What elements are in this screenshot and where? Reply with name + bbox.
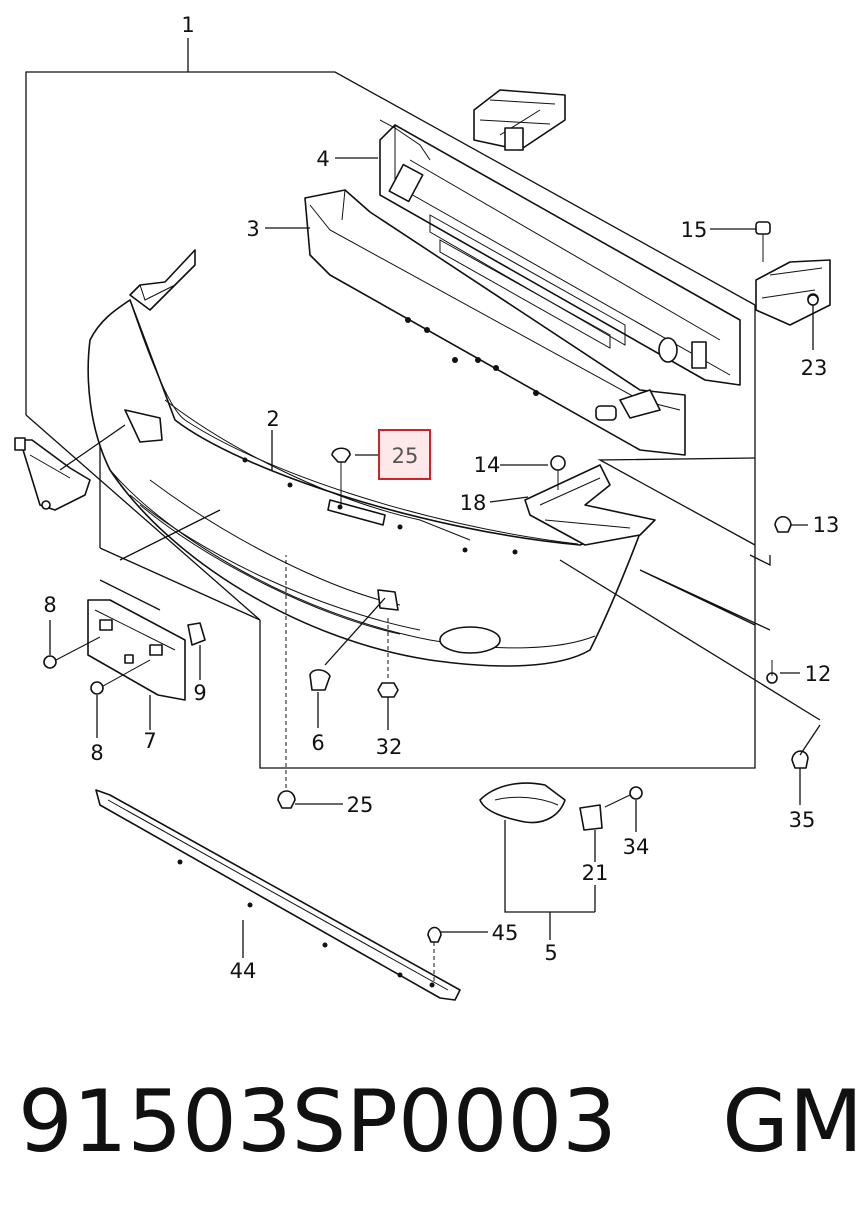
fog-lamp — [479, 782, 603, 831]
callout-1: 1 — [181, 13, 194, 37]
energy-absorber — [304, 189, 686, 456]
callout-8-bottom: 8 — [90, 741, 103, 765]
callout-34: 34 — [623, 835, 650, 859]
callout-2: 2 — [266, 407, 279, 431]
group-bracket-1 — [25, 38, 756, 769]
clip-9 — [187, 622, 206, 646]
reinforcement-beam — [379, 119, 741, 386]
leader-lines — [49, 157, 821, 958]
callout-21: 21 — [582, 861, 609, 885]
callout-25-bottom: 25 — [347, 793, 374, 817]
right-side-bracket — [755, 259, 831, 326]
callout-15: 15 — [681, 218, 708, 242]
brand-label: GM — [722, 1072, 856, 1172]
callout-4: 4 — [316, 147, 329, 171]
callout-32: 32 — [376, 735, 403, 759]
license-bracket — [87, 599, 186, 701]
part-info-footer: 91503SP0003 GM — [18, 1072, 856, 1192]
lower-spoiler — [95, 789, 461, 1001]
fasteners — [43, 221, 819, 985]
parts-diagram: 1 2 3 4 5 6 7 8 8 9 12 13 14 15 18 21 23… — [14, 13, 839, 1001]
callout-5: 5 — [544, 941, 557, 965]
callout-44: 44 — [230, 959, 257, 983]
callout-18: 18 — [460, 491, 487, 515]
side-bracket-18 — [524, 464, 656, 546]
callout-7: 7 — [143, 729, 156, 753]
callout-3: 3 — [246, 217, 259, 241]
callout-6: 6 — [311, 731, 324, 755]
bumper-fascia — [87, 249, 646, 667]
upper-bracket — [473, 89, 566, 151]
callout-45: 45 — [492, 921, 519, 945]
callout-25-highlighted: 25 — [392, 444, 419, 468]
left-side-bracket — [14, 437, 91, 511]
callout-12: 12 — [805, 662, 832, 686]
callout-14: 14 — [474, 453, 501, 477]
callout-13: 13 — [813, 513, 840, 537]
part-number: 91503SP0003 — [18, 1072, 617, 1172]
callout-23: 23 — [801, 356, 828, 380]
highlight-box — [378, 429, 431, 480]
callout-9: 9 — [193, 681, 206, 705]
callout-labels: 1 2 3 4 5 6 7 8 8 9 12 13 14 15 18 21 23… — [43, 13, 839, 983]
callout-8-top: 8 — [43, 593, 56, 617]
callout-35: 35 — [789, 808, 816, 832]
